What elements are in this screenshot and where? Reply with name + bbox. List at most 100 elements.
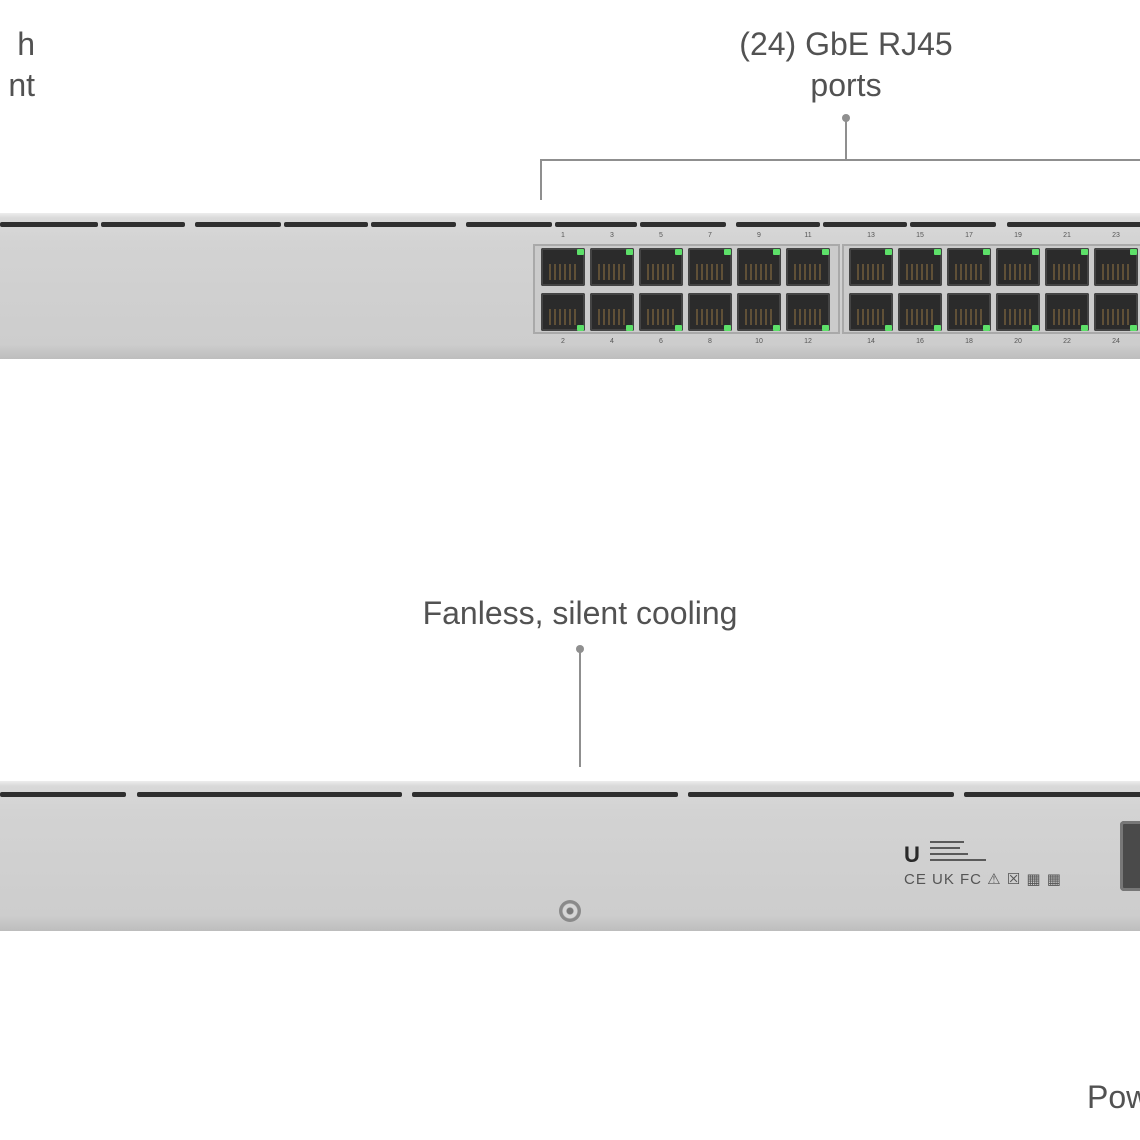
ports-callout-bracket <box>540 159 1140 161</box>
port-number: 22 <box>1063 338 1071 345</box>
front-vent <box>101 222 185 227</box>
rj45-port <box>688 293 732 331</box>
port-number: 7 <box>708 232 712 239</box>
front-vent <box>823 222 907 227</box>
port-number: 8 <box>708 338 712 345</box>
port-led <box>1081 325 1088 331</box>
port-led <box>675 325 682 331</box>
port-number: 23 <box>1112 232 1120 239</box>
certification-marks: CE UK FC ⚠ ☒ ▦ ▦ <box>904 871 1062 888</box>
front-vent <box>466 222 552 227</box>
port-number: 16 <box>916 338 924 345</box>
port-number: 20 <box>1014 338 1022 345</box>
front-vent <box>640 222 726 227</box>
port-led <box>885 249 892 255</box>
port-led <box>724 325 731 331</box>
port-number: 3 <box>610 232 614 239</box>
port-led <box>1130 325 1137 331</box>
rear-vent <box>688 792 954 797</box>
port-number: 4 <box>610 338 614 345</box>
rj45-port <box>639 248 683 286</box>
port-led <box>1032 249 1039 255</box>
rj45-port <box>737 293 781 331</box>
port-led <box>1081 249 1088 255</box>
ports-callout-bracket-left <box>540 159 542 200</box>
left-callout-line1: h <box>17 26 35 62</box>
port-number: 24 <box>1112 338 1120 345</box>
port-led <box>934 325 941 331</box>
port-number: 14 <box>867 338 875 345</box>
port-led <box>822 249 829 255</box>
regulatory-label: U CE UK FC ⚠ ☒ ▦ ▦ <box>904 838 1074 893</box>
ports-callout-label: (24) GbE RJ45 ports <box>700 24 992 106</box>
port-number: 2 <box>561 338 565 345</box>
port-number: 19 <box>1014 232 1022 239</box>
rj45-port <box>996 293 1040 331</box>
port-led <box>885 325 892 331</box>
port-led <box>934 249 941 255</box>
port-led <box>577 325 584 331</box>
front-vent <box>555 222 637 227</box>
port-number: 21 <box>1063 232 1071 239</box>
rj45-port <box>947 293 991 331</box>
front-vent <box>284 222 368 227</box>
left-callout-label: h nt <box>0 24 35 106</box>
ports-callout-line2: ports <box>810 67 882 103</box>
port-number: 5 <box>659 232 663 239</box>
rj45-port <box>786 248 830 286</box>
port-number: 13 <box>867 232 875 239</box>
rj45-port <box>590 293 634 331</box>
rj45-port <box>898 293 942 331</box>
port-number: 1 <box>561 232 565 239</box>
rj45-port <box>1045 293 1089 331</box>
port-led <box>577 249 584 255</box>
front-vent <box>1007 222 1140 227</box>
rj45-port <box>786 293 830 331</box>
rj45-port <box>898 248 942 286</box>
port-led <box>822 325 829 331</box>
fanless-callout-stem <box>579 649 581 767</box>
port-number: 10 <box>755 338 763 345</box>
port-number: 15 <box>916 232 924 239</box>
rear-vent <box>964 792 1140 797</box>
rear-vent <box>0 792 126 797</box>
label-text-line <box>930 859 986 861</box>
left-callout-line2: nt <box>8 67 35 103</box>
port-number: 12 <box>804 338 812 345</box>
rj45-port <box>1045 248 1089 286</box>
port-number: 9 <box>757 232 761 239</box>
label-text-line <box>930 847 960 849</box>
power-callout-label: Pow <box>1087 1079 1140 1115</box>
port-number: 17 <box>965 232 973 239</box>
label-text-line <box>930 853 968 855</box>
rj45-port <box>541 293 585 331</box>
front-vent <box>371 222 456 227</box>
port-led <box>626 325 633 331</box>
front-vent <box>910 222 996 227</box>
rj45-port <box>849 293 893 331</box>
rear-vent <box>412 792 678 797</box>
port-led <box>983 325 990 331</box>
rj45-port <box>1094 293 1138 331</box>
rear-vent <box>137 792 402 797</box>
rj45-port <box>1094 248 1138 286</box>
ground-screw <box>559 900 581 922</box>
rj45-port <box>639 293 683 331</box>
rj45-port <box>996 248 1040 286</box>
port-led <box>773 325 780 331</box>
ubiquiti-logo-icon: U <box>904 842 920 867</box>
front-vent <box>195 222 281 227</box>
port-led <box>983 249 990 255</box>
port-led <box>724 249 731 255</box>
port-number: 11 <box>804 232 812 239</box>
port-led <box>1032 325 1039 331</box>
fanless-callout-label: Fanless, silent cooling <box>422 595 738 631</box>
port-led <box>626 249 633 255</box>
label-text-line <box>930 841 964 843</box>
switch-rear-panel: U CE UK FC ⚠ ☒ ▦ ▦ <box>0 781 1140 931</box>
power-inlet <box>1120 821 1140 891</box>
ports-callout-line1: (24) GbE RJ45 <box>739 26 953 62</box>
port-number: 18 <box>965 338 973 345</box>
port-led <box>1130 249 1137 255</box>
